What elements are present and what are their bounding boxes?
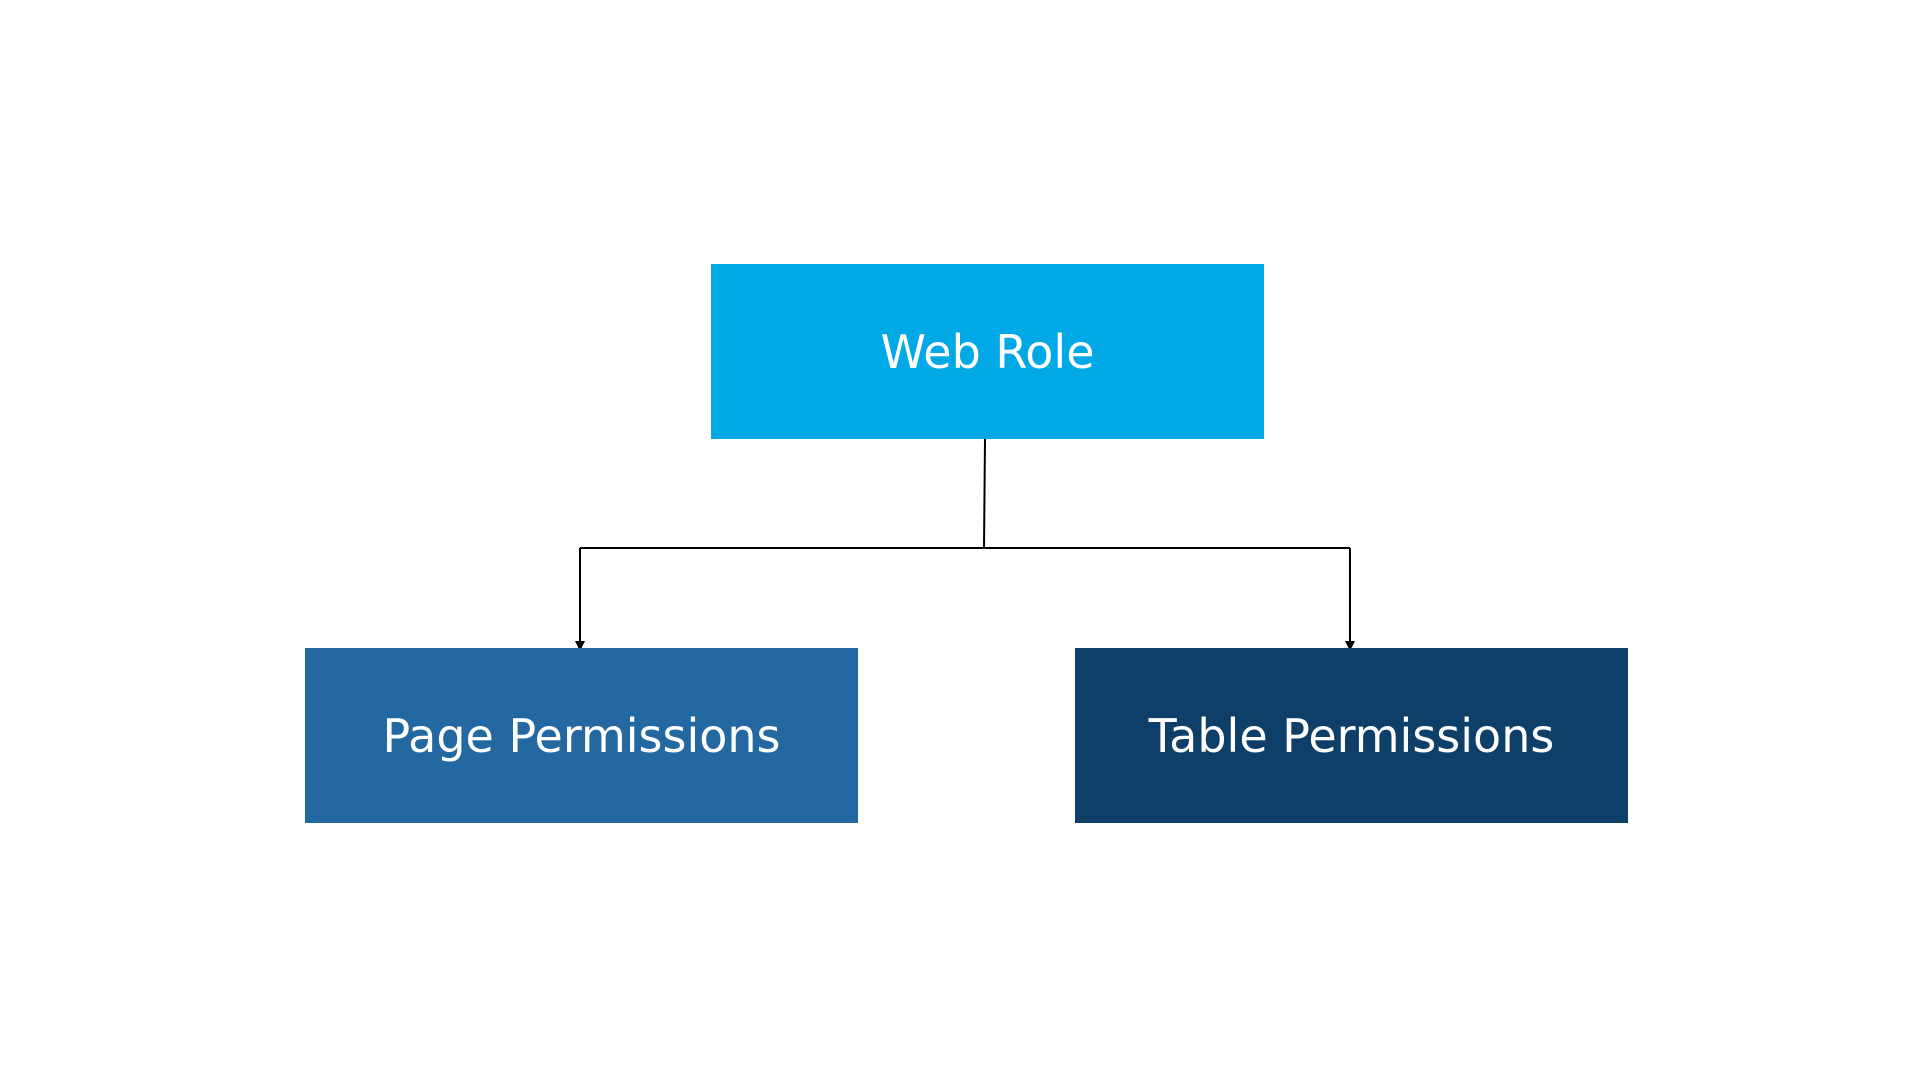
page-permissions-box: Page Permissions — [305, 648, 858, 823]
connector-trunk — [983, 438, 986, 549]
web-role-label: Web Role — [880, 324, 1095, 379]
table-permissions-label: Table Permissions — [1148, 708, 1555, 763]
web-role-box: Web Role — [711, 264, 1264, 439]
page-permissions-label: Page Permissions — [382, 708, 781, 763]
table-permissions-box: Table Permissions — [1075, 648, 1628, 823]
